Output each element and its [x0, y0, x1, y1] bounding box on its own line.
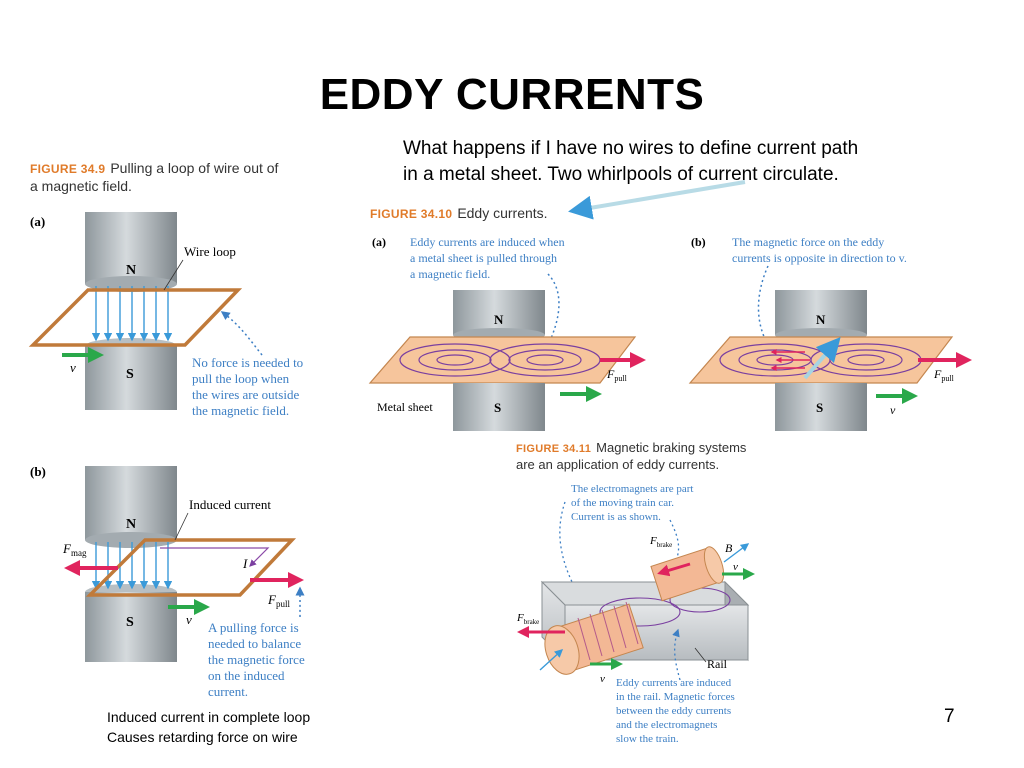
- force-on-eddy: [770, 349, 810, 371]
- sheet-pole-s: S: [494, 400, 501, 415]
- fig3410-a-note: Eddy currents are induced when a metal s…: [410, 235, 568, 281]
- fig349-panel-b-label: (b): [30, 464, 46, 479]
- sheet-pole-n: N: [494, 312, 504, 327]
- south-magnet-b: [85, 592, 177, 662]
- fig349-panel-a: (a) N S Wire loop v No force is needed t…: [28, 212, 306, 418]
- pole-n-label-b: N: [126, 517, 136, 532]
- induced-current-leader: [174, 512, 189, 541]
- fig3411-caption-line2: are an application of eddy currents.: [516, 457, 720, 472]
- fig349-a-note: No force is needed to pull the loop when…: [192, 355, 306, 418]
- slide-number: 7: [944, 706, 955, 727]
- callout-arrow-b: [803, 336, 841, 380]
- rail-top: [540, 581, 750, 606]
- bottom-notes: Induced current in complete loop Causes …: [107, 707, 310, 747]
- induced-current-label: Induced current: [189, 497, 271, 512]
- note-line-2: in a metal sheet. Two whirlpools of curr…: [403, 164, 839, 185]
- fig349-number: FIGURE 34.9: [30, 162, 106, 176]
- metal-sheet: [368, 336, 637, 384]
- sheet-b-south-magnet: [775, 383, 867, 431]
- fig3411-caption: FIGURE 34.11 Magnetic braking systems are…: [516, 440, 816, 473]
- fig3411-top-note: The electromagnets are part of the movin…: [571, 483, 696, 523]
- pole-s-label-b: S: [126, 615, 134, 630]
- fig3411-number: FIGURE 34.11: [516, 443, 592, 455]
- lower-electromagnet: [544, 601, 644, 675]
- induced-current-path: [160, 547, 270, 567]
- fig3411-bottom-note: Eddy currents are induced in the rail. M…: [616, 677, 738, 745]
- fig3410-number: FIGURE 34.10: [370, 207, 453, 221]
- wire-loop: [28, 288, 243, 347]
- sheet-fpull-label: Fpull: [606, 367, 628, 383]
- sheet-b-north-magnet: [775, 290, 867, 335]
- fbrake-label-top: Fbrake: [649, 535, 672, 549]
- note-pointer: [220, 311, 263, 356]
- a-note-pointer: [547, 273, 560, 347]
- wire-loop-b: [85, 538, 297, 597]
- pole-s-label: S: [126, 367, 134, 382]
- fig3410-caption-text: Eddy currents.: [457, 205, 548, 221]
- slide-note: What happens if I have no wires to defin…: [403, 136, 983, 188]
- velocity-label-lower: v: [600, 673, 605, 685]
- fmag-label: Fmag: [62, 541, 87, 558]
- b-field-arrow: [723, 543, 750, 563]
- note-line-1: What happens if I have no wires to defin…: [403, 138, 859, 159]
- sheet-north-magnet: [453, 290, 545, 335]
- coil-windings: [577, 601, 639, 661]
- current-i-label: I: [242, 556, 248, 571]
- fig3410-b-note: The magnetic force on the eddy currents …: [732, 235, 907, 265]
- pole-n-label: N: [126, 263, 136, 278]
- slide-title: EDDY CURRENTS: [319, 70, 705, 119]
- fig349-caption-line1: Pulling a loop of wire out of: [110, 160, 279, 176]
- wire-loop-label: Wire loop: [184, 244, 236, 259]
- b-note-pointer-2: [757, 265, 771, 350]
- fig349-panel-a-label: (a): [30, 214, 45, 229]
- wire-loop-leader: [163, 259, 184, 291]
- fpull-label: Fpull: [267, 592, 290, 609]
- fig349-caption: FIGURE 34.9 Pulling a loop of wire out of…: [30, 160, 330, 195]
- north-magnet-b: [85, 466, 177, 540]
- note-callout-arrow: [568, 180, 746, 220]
- fig3410-panel-a-label: (a): [372, 235, 386, 249]
- field-lines: [91, 286, 173, 342]
- velocity-label-b: v: [186, 612, 192, 627]
- b-field-arrow-lower: [539, 649, 564, 671]
- upper-electromagnet: [650, 546, 725, 602]
- metal-sheet-label: Metal sheet: [377, 400, 433, 414]
- bottom-note-line-1: Induced current in complete loop: [107, 709, 311, 725]
- sheet-b-pole-s: S: [816, 400, 823, 415]
- sheet-b-velocity-label: v: [890, 403, 896, 417]
- bottom-note-pointer: [672, 628, 681, 681]
- rail-leader: [694, 647, 707, 663]
- fbrake-arrow-top: [657, 562, 691, 577]
- sheet-b-pole-n: N: [816, 312, 826, 327]
- sheet-b-fpull-label: Fpull: [933, 367, 955, 383]
- fig349-b-note: A pulling force is needed to balance the…: [208, 620, 308, 699]
- bottom-note-line-2: Causes retarding force on wire: [107, 729, 298, 745]
- fig349-panel-b: (b) N S Induced current I Fmag Fpull v: [30, 464, 308, 699]
- north-magnet: [85, 212, 177, 284]
- velocity-label: v: [70, 360, 76, 375]
- fig3411-caption-line1: Magnetic braking systems: [596, 440, 747, 455]
- fig3410-panel-b-label: (b): [691, 235, 706, 249]
- fig3410-caption: FIGURE 34.10 Eddy currents.: [370, 205, 548, 223]
- sheet-south-magnet: [453, 383, 545, 431]
- rail-label: Rail: [707, 657, 728, 671]
- fbrake-label-lower: Fbrake: [516, 612, 539, 626]
- b-field-label: B: [725, 541, 733, 555]
- field-lines-b: [91, 542, 173, 590]
- fig349-caption-line2: a magnetic field.: [30, 178, 132, 194]
- fig3411-braking: The electromagnets are part of the movin…: [516, 483, 755, 745]
- velocity-label-top: v: [733, 561, 738, 573]
- fig3410-panel-b: (b) The magnetic force on the eddy curre…: [688, 235, 972, 431]
- fig3410-panel-a: (a) Eddy currents are induced when a met…: [368, 235, 646, 431]
